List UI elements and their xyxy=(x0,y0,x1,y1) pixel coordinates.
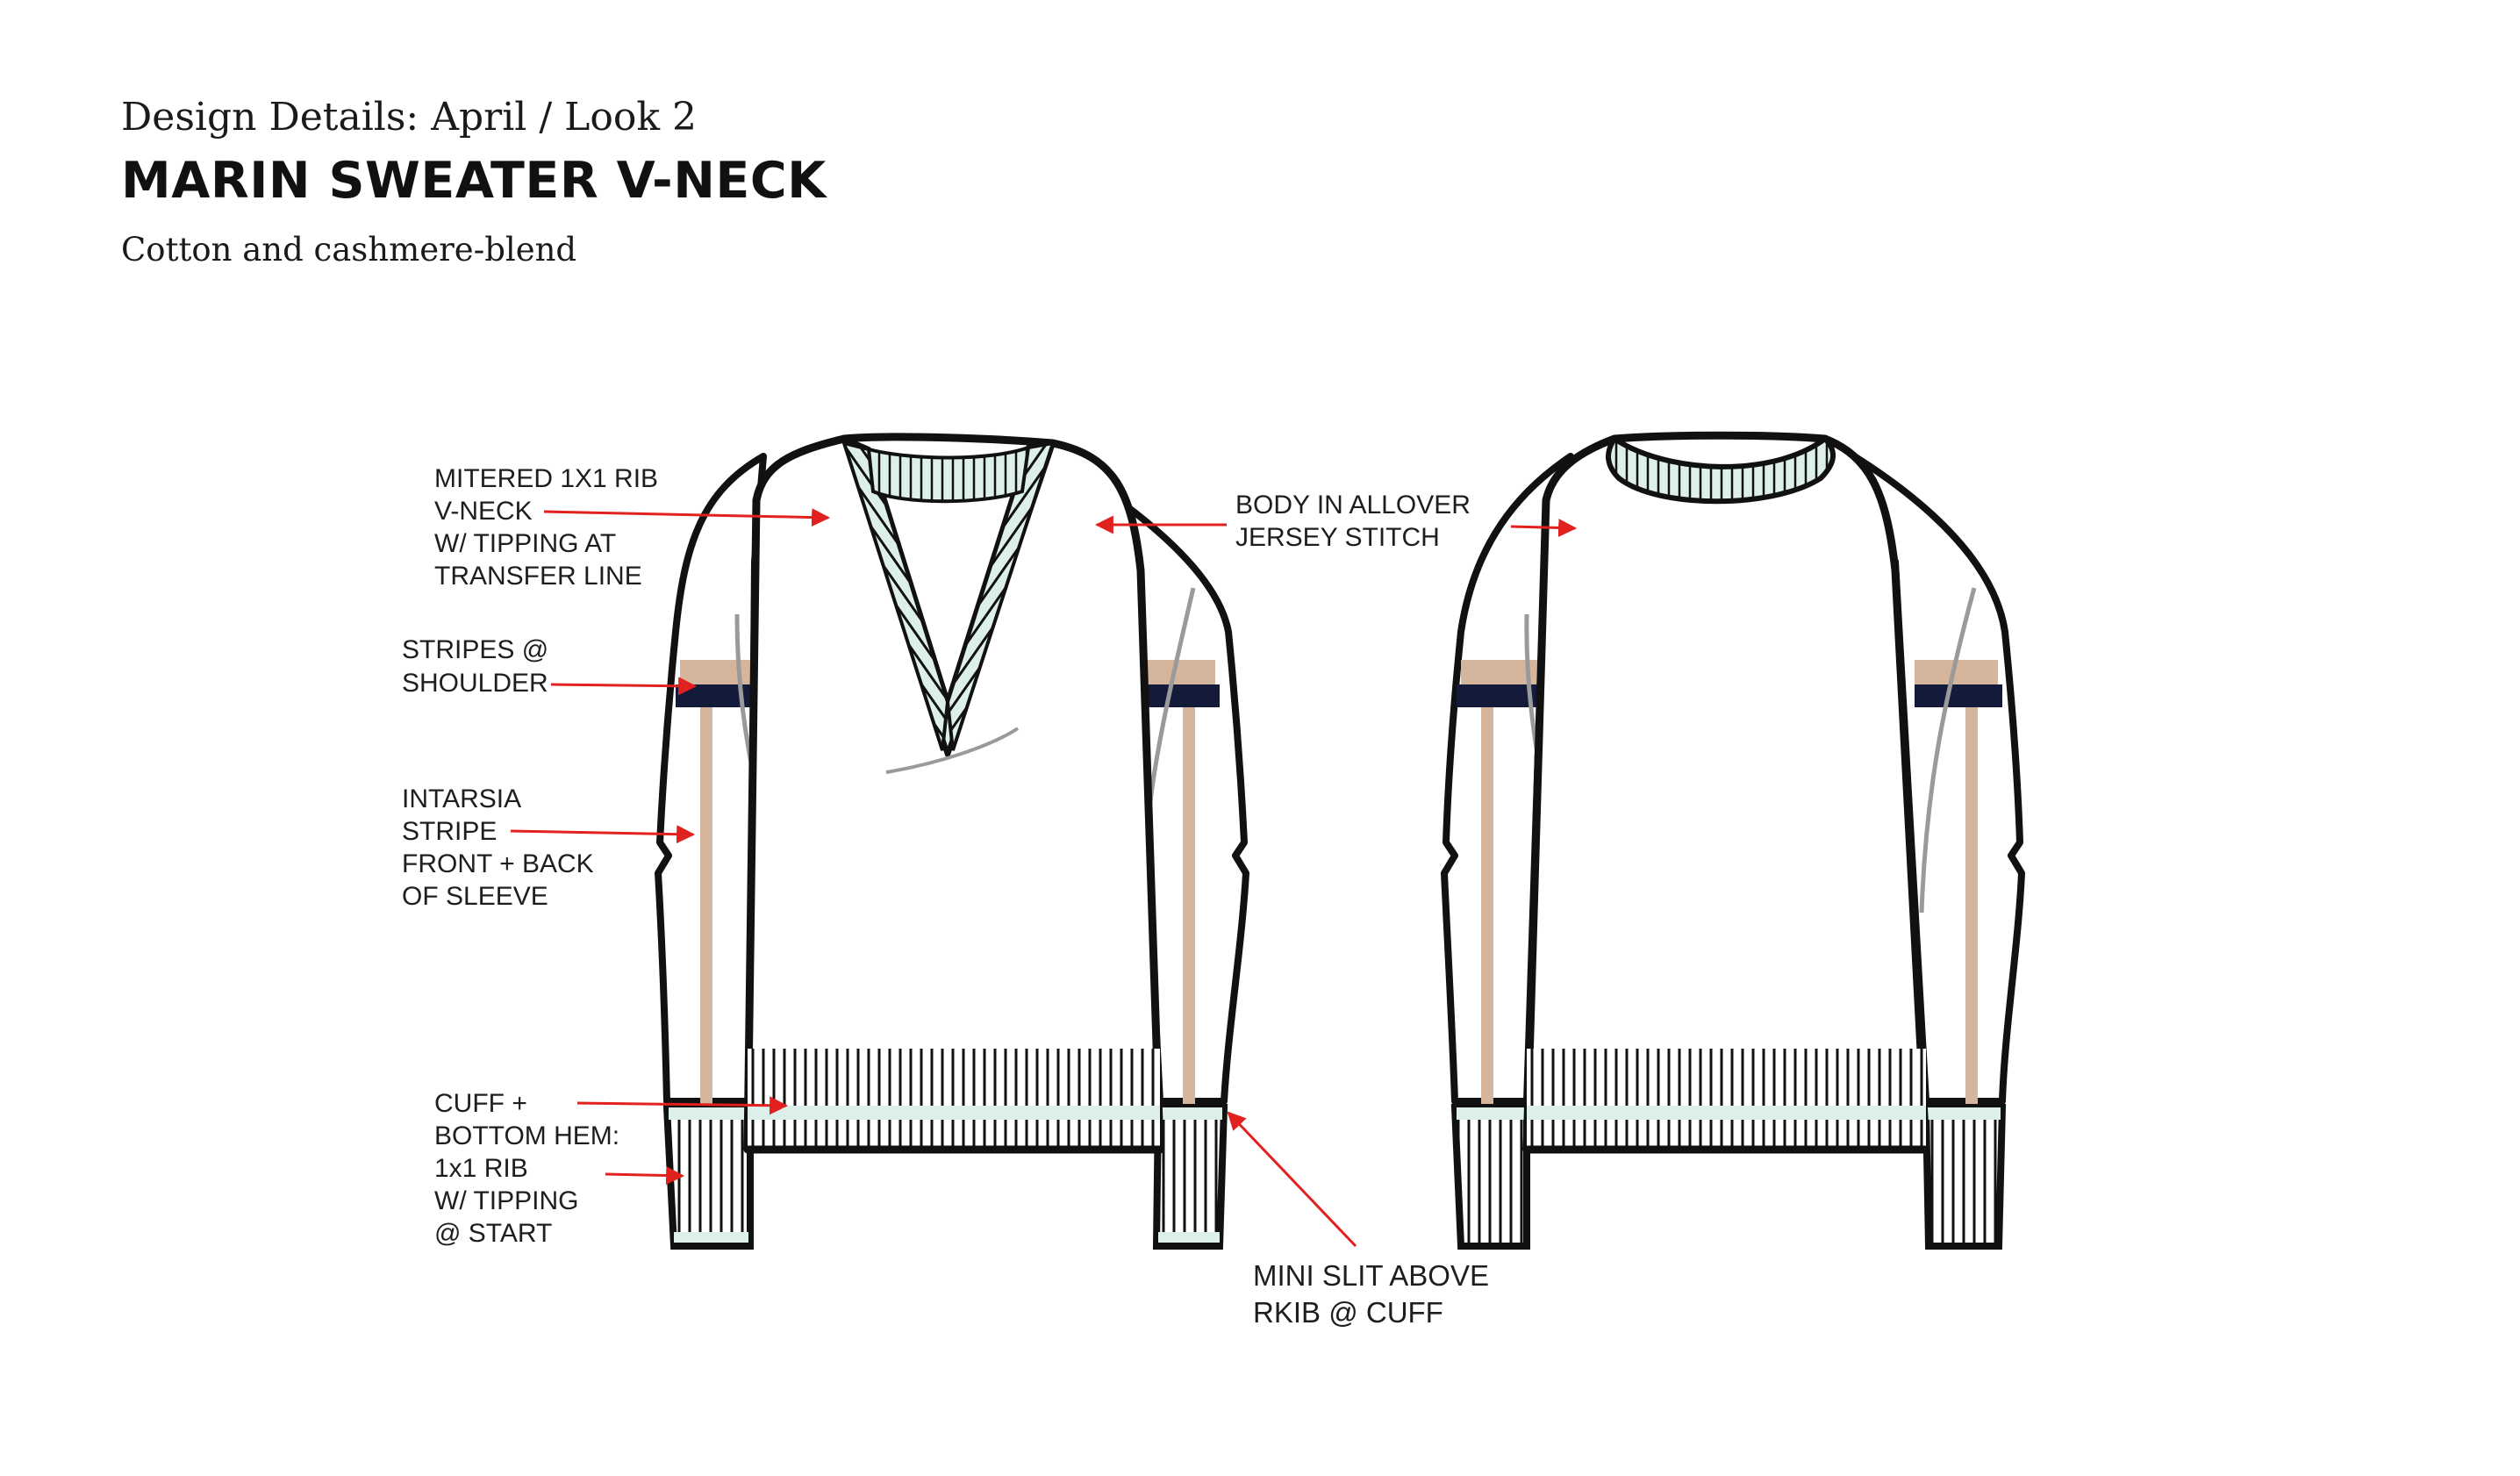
front-left-shoulder-stripe-navy xyxy=(676,684,760,707)
front-hem-tipping xyxy=(748,1106,1160,1120)
page-header: Design Details: April / Look 2 MARIN SWE… xyxy=(121,95,827,270)
callout-shoulder: STRIPES @ SHOULDER xyxy=(402,635,698,698)
callout-vneck-line-3: W/ TIPPING AT xyxy=(434,529,616,558)
front-body xyxy=(743,433,1164,1154)
callout-intarsia-arrow xyxy=(510,825,696,844)
callout-intarsia: INTARSIA STRIPE FRONT + BACK OF SLEEVE xyxy=(402,785,696,911)
callout-shoulder-line-1: STRIPES @ xyxy=(402,635,548,664)
callout-shoulder-line-2: SHOULDER xyxy=(402,669,548,698)
front-left-intarsia-stripe xyxy=(700,707,712,1107)
callout-slit-line-1: MINI SLIT ABOVE xyxy=(1253,1259,1489,1292)
front-left-shoulder-stripe-tan xyxy=(680,660,759,684)
front-right-intarsia-stripe xyxy=(1183,707,1195,1107)
callout-cuff-line-4: W/ TIPPING xyxy=(434,1186,578,1215)
callout-body-line-1: BODY IN ALLOVER xyxy=(1235,491,1471,519)
front-bottom-hem-rib xyxy=(748,1049,1160,1150)
front-right-cuff xyxy=(1152,1104,1228,1250)
callout-slit-arrow xyxy=(1227,1111,1357,1248)
back-bottom-hem-rib xyxy=(1527,1049,1926,1150)
front-back-neck-rib xyxy=(866,445,1031,504)
callout-intarsia-line-3: FRONT + BACK xyxy=(402,849,594,878)
callout-cuff-arrow xyxy=(605,1166,685,1186)
callout-slit: MINI SLIT ABOVE RKIB @ CUFF xyxy=(1227,1111,1489,1329)
callout-slit-line-2: RKIB @ CUFF xyxy=(1253,1296,1443,1329)
callout-intarsia-line-4: OF SLEEVE xyxy=(402,882,548,911)
material-subtitle: Cotton and cashmere-blend xyxy=(121,231,577,269)
callout-hem-arrow xyxy=(576,1096,789,1115)
callout-shoulder-arrow xyxy=(550,677,698,696)
callout-vneck: MITERED 1X1 RIB V-NECK W/ TIPPING AT TRA… xyxy=(434,464,831,591)
callout-vneck-line-2: V-NECK xyxy=(434,497,533,526)
front-view xyxy=(655,433,1249,1250)
design-details-kicker: Design Details: April / Look 2 xyxy=(121,95,697,140)
callout-cuff-line-5: @ START xyxy=(434,1219,552,1248)
callout-cuff-line-1: CUFF + xyxy=(434,1089,527,1118)
callout-vneck-line-1: MITERED 1X1 RIB xyxy=(434,464,658,493)
callout-cuff: CUFF + BOTTOM HEM: 1x1 RIB W/ TIPPING @ … xyxy=(434,1089,789,1248)
callout-vneck-line-4: TRANSFER LINE xyxy=(434,562,642,591)
front-left-cuff-tipping xyxy=(669,1107,748,1120)
back-neck-rib xyxy=(1606,434,1836,505)
callout-body-arrow-right xyxy=(1510,518,1578,537)
back-view xyxy=(1441,431,2025,1250)
callout-cuff-line-3: 1x1 RIB xyxy=(434,1154,528,1183)
callout-cuff-line-2: BOTTOM HEM: xyxy=(434,1121,619,1150)
callout-vneck-arrow xyxy=(543,508,831,527)
back-body xyxy=(1522,431,1930,1154)
callout-body: BODY IN ALLOVER JERSEY STITCH xyxy=(1094,491,1578,552)
back-right-sleeve xyxy=(1822,435,2025,1250)
front-right-cuff-tipping xyxy=(1160,1107,1222,1120)
callout-intarsia-line-1: INTARSIA xyxy=(402,785,521,813)
callout-intarsia-line-2: STRIPE xyxy=(402,817,497,846)
page-title: MARIN SWEATER V-NECK xyxy=(121,151,827,210)
callout-body-line-2: JERSEY STITCH xyxy=(1235,523,1440,552)
